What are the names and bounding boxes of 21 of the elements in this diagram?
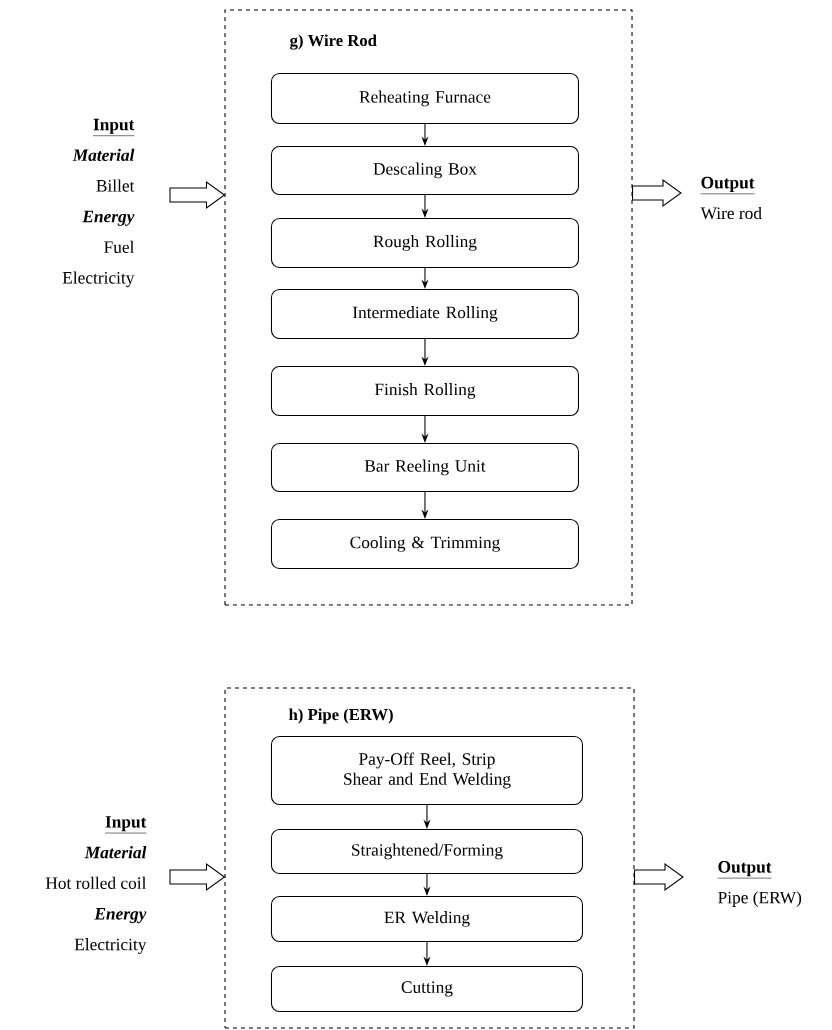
process-box: Bar Reeling Unit [270, 442, 579, 492]
process-box: Cutting [270, 965, 583, 1012]
process-box: Finish Rolling [270, 365, 579, 416]
input-list: Input Material Billet Energy Fuel Electricity [62, 118, 135, 288]
block-arrow [632, 178, 682, 208]
process-box: Intermediate Rolling [270, 288, 579, 339]
block-arrow [169, 180, 226, 210]
frame-title: h) Pipe (ERW) [289, 708, 393, 724]
process-box: Pay-Off Reel, Strip Shear and End Welding [270, 735, 583, 805]
process-box: Straightened/Forming [270, 828, 583, 874]
process-box: Reheating Furnace [270, 72, 579, 124]
process-box: Rough Rolling [270, 217, 579, 268]
input-list: Input Material Hot rolled coil Energy Electricity [45, 816, 147, 954]
output-list: Output Wire rod [700, 176, 762, 220]
block-arrow [169, 862, 226, 892]
block-arrow [634, 862, 684, 892]
output-list: Output Pipe (ERW) [717, 861, 802, 907]
process-box: Descaling Box [270, 145, 579, 195]
process-box: ER Welding [270, 895, 583, 942]
frame-title: g) Wire Rod [290, 34, 377, 50]
process-box: Cooling & Trimming [270, 518, 579, 569]
